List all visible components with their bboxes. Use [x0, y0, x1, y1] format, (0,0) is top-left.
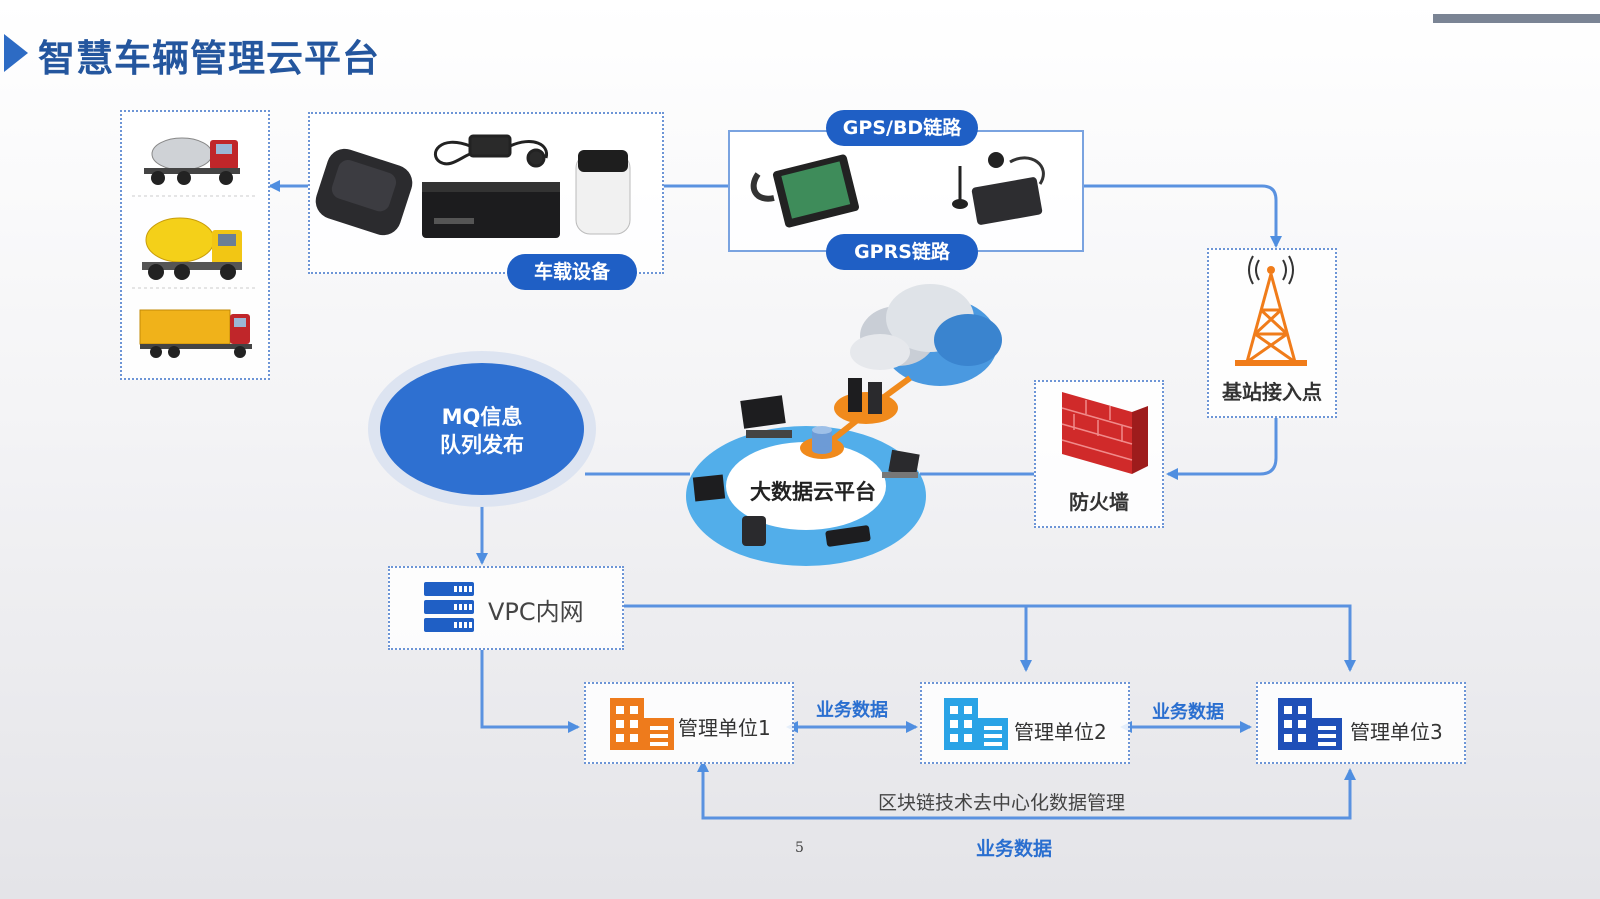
server-base [834, 392, 898, 424]
devices-illustration [315, 134, 631, 238]
links-box [728, 130, 1084, 252]
vehicle-devices-box [308, 112, 664, 274]
cloud-icon [850, 284, 1002, 386]
trucks-box [120, 110, 270, 380]
page-number: 5 [795, 840, 804, 856]
firewall-icon [1061, 392, 1148, 474]
tower-icon [1235, 255, 1307, 366]
arrow-links-to-base [1083, 184, 1282, 248]
mixer-truck-red-icon [144, 137, 240, 185]
vpc-box: VPC内网 [388, 566, 624, 650]
page-title: 智慧车辆管理云平台 [38, 37, 380, 80]
management-unit-2: 管理单位2 [920, 682, 1130, 764]
tablet-terminal-icon [750, 154, 860, 228]
server-rack-icon [424, 582, 474, 632]
building-cyan-icon [944, 698, 1008, 750]
vpc-label: VPC内网 [488, 598, 584, 626]
firewall-box: 防火墙 [1034, 380, 1164, 528]
arrow-vpc-to-unit1 [480, 650, 580, 733]
trucks-illustration [132, 137, 258, 358]
laptop-icon [882, 449, 920, 478]
base-station-box: 基站接入点 [1207, 248, 1337, 418]
vehicle-devices-label: 车载设备 [507, 254, 637, 290]
printer-icon [742, 516, 766, 546]
server-tower-2-icon [868, 382, 882, 414]
blockchain-label: 区块链技术去中心化数据管理 [878, 792, 1126, 814]
building-navy-icon [1278, 698, 1342, 750]
building-orange-icon [610, 698, 674, 750]
server-tower-1-icon [848, 378, 862, 412]
management-unit-3: 管理单位3 [1256, 682, 1466, 764]
arrow-base-to-firewall [1166, 418, 1278, 480]
business-data-label-1: 业务数据 [816, 700, 888, 721]
mq-line1: MQ信息 [441, 405, 523, 429]
management-unit-1: 管理单位1 [584, 682, 794, 764]
firewall-label: 防火墙 [1069, 490, 1129, 514]
management-unit-1-label: 管理单位1 [678, 716, 771, 740]
dvr-box-icon [422, 182, 560, 238]
management-unit-2-label: 管理单位2 [1014, 720, 1107, 744]
cargo-truck-icon [139, 309, 252, 358]
management-unit-3-label: 管理单位3 [1350, 720, 1443, 744]
cloud-platform-label: 大数据云平台 [750, 480, 876, 504]
cables-icon [433, 134, 548, 168]
base-station-label: 基站接入点 [1222, 380, 1322, 404]
desktop-computer-icon [740, 395, 792, 438]
gps-bd-link-label: GPS/BD链路 [826, 110, 978, 146]
mq-line2: 队列发布 [440, 433, 524, 457]
arrow-vpc-to-unit3 [624, 604, 1356, 672]
links-illustration [750, 152, 1045, 228]
arrow-unit1-unit3-loop [697, 760, 1356, 820]
mixer-truck-yellow-icon [142, 217, 242, 280]
gprs-module-icon [952, 152, 1045, 225]
gps-tracker-icon [315, 148, 413, 236]
database-icon [812, 426, 832, 454]
business-data-label-bottom: 业务数据 [976, 838, 1053, 860]
title-triangle-icon [4, 34, 28, 72]
business-data-label-2: 业务数据 [1152, 702, 1224, 723]
gprs-link-label: GPRS链路 [826, 234, 978, 270]
phone-icon [825, 525, 871, 547]
obd-device-icon [575, 150, 631, 235]
monitor-icon [692, 474, 726, 502]
top-accent-bar [1433, 14, 1600, 23]
